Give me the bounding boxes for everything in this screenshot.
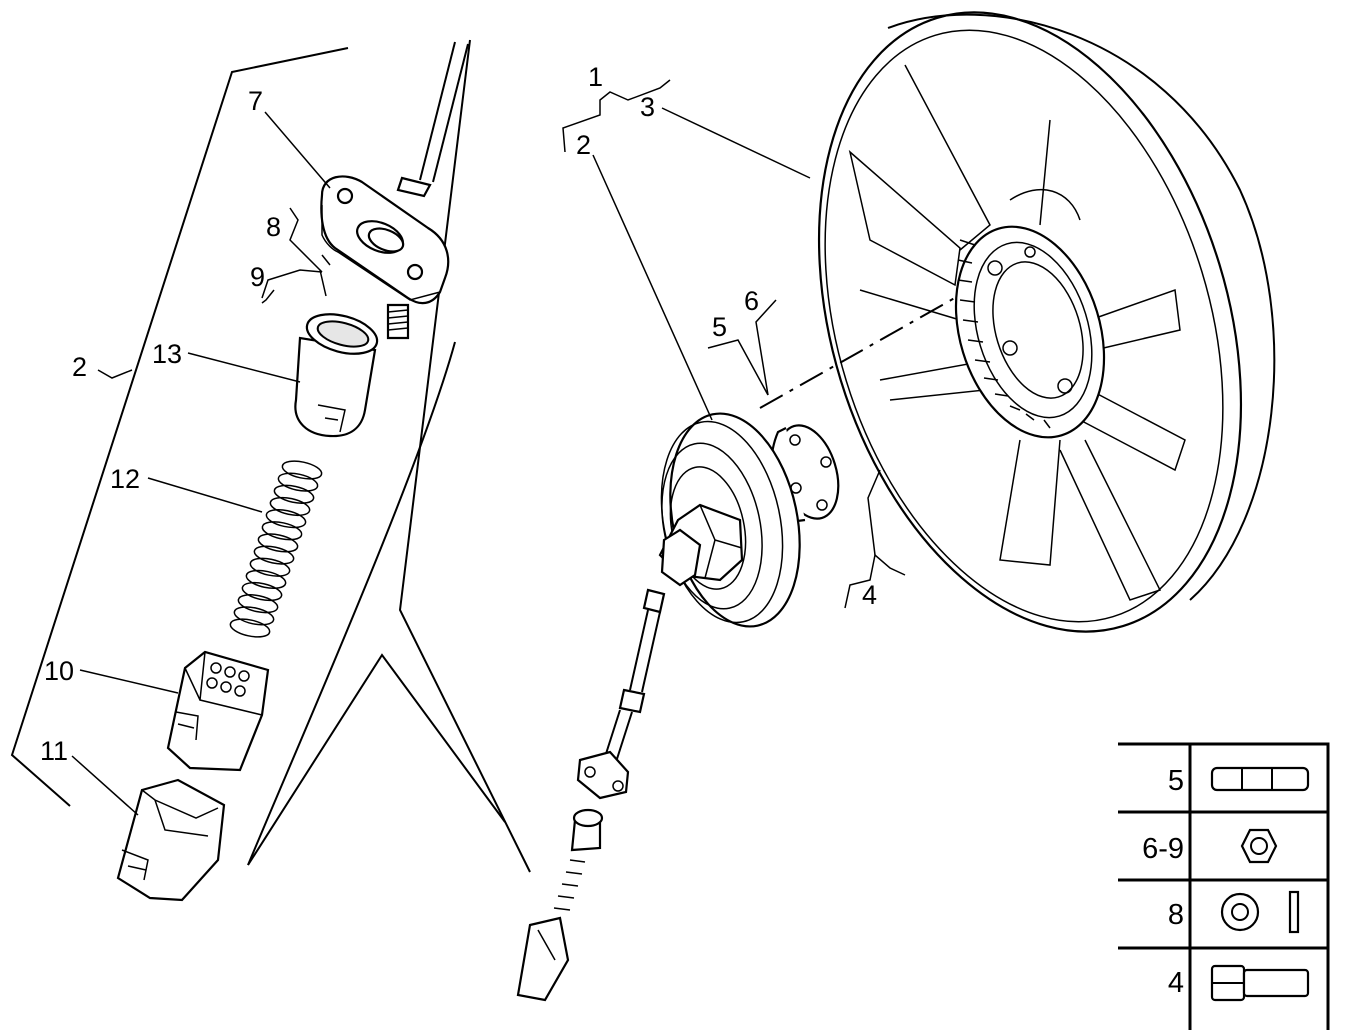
spring-coil [277, 472, 319, 492]
sensor-cable-top [396, 41, 469, 198]
callout-9: 9 [250, 262, 265, 292]
callout-5: 5 [712, 312, 727, 342]
spring-coil [281, 460, 323, 480]
callout-4: 4 [862, 580, 877, 610]
callout-8: 8 [266, 212, 281, 242]
spring-coil [249, 557, 291, 577]
spring-coil [269, 496, 311, 517]
callout-11: 11 [40, 736, 68, 766]
callout-3: 3 [640, 92, 655, 122]
callout-12: 12 [110, 464, 140, 494]
bolt-icon [1210, 964, 1310, 1002]
callout-2-left: 2 [72, 352, 87, 382]
screw-icon [1210, 766, 1310, 792]
hex-nut-icon [1240, 828, 1278, 864]
sleeve-part-13 [294, 313, 379, 438]
legend-label-screw: 5 [1168, 765, 1184, 797]
spring-coil [229, 618, 271, 638]
spring-coil [233, 606, 275, 626]
spring-coil [265, 509, 307, 529]
callout-7: 7 [248, 86, 263, 116]
spring-coil [237, 594, 279, 614]
spring-coil [245, 569, 287, 589]
callout-1: 1 [588, 62, 603, 92]
connector-cap-part-11 [116, 778, 226, 902]
center-axis-line [759, 294, 961, 409]
callout-labels: 7 8 9 13 2 12 10 11 1 3 2 6 5 4 [40, 62, 877, 766]
fan-part-3 [817, 11, 1276, 633]
spring-coil [257, 533, 299, 553]
callout-leaders [71, 79, 906, 816]
connector-part-10 [166, 650, 270, 772]
speed-sensor-cable [516, 588, 666, 1002]
spring-coil [253, 545, 295, 565]
spring-coil [261, 521, 303, 541]
flange-plate-part-7 [320, 175, 450, 305]
washer-icon [1220, 890, 1300, 934]
callout-13: 13 [152, 339, 182, 369]
legend-label-washer: 8 [1168, 899, 1184, 931]
spring-coil [241, 581, 283, 602]
spring-part-12 [229, 460, 323, 638]
pulley-part-2 [658, 412, 801, 628]
callout-10: 10 [44, 656, 74, 686]
detail-enclosure [10, 39, 531, 873]
mounting-screws [319, 254, 410, 340]
callout-6: 6 [744, 286, 759, 316]
legend-label-bolt: 4 [1168, 967, 1184, 999]
callout-2-top: 2 [576, 130, 591, 160]
legend-label-nut: 6-9 [1142, 833, 1184, 865]
fastener-legend-table: 5 6-9 8 4 [1118, 742, 1330, 1030]
spring-coil [273, 484, 315, 504]
